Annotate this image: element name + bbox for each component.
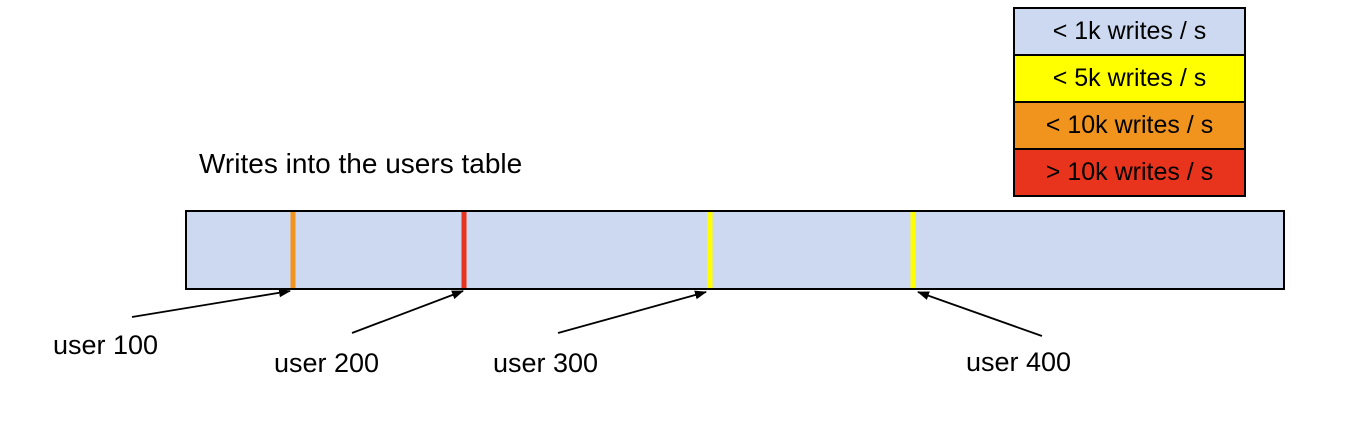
hotspot-marker-user-400: [910, 212, 916, 288]
legend-item-lt-10k: < 10k writes / s: [1015, 101, 1244, 148]
arrow-to-user-300-marker: [557, 290, 707, 334]
user-label-300: user 300: [493, 348, 599, 378]
user-label-100: user 100: [53, 330, 159, 360]
diagram-title: Writes into the users table: [199, 148, 523, 179]
legend-item-gt-10k: > 10k writes / s: [1015, 148, 1244, 195]
arrow-to-user-100-marker: [131, 288, 291, 318]
arrow-to-user-200-marker: [351, 290, 464, 334]
user-label-400: user 400: [966, 347, 1072, 377]
legend-item-lt-5k: < 5k writes / s: [1015, 54, 1244, 101]
hotspot-marker-user-100: [290, 212, 296, 288]
arrow-to-user-400-marker: [917, 291, 1043, 337]
legend: < 1k writes / s < 5k writes / s < 10k wr…: [1013, 7, 1246, 197]
legend-item-lt-1k: < 1k writes / s: [1015, 9, 1244, 54]
users-table-bar: [185, 210, 1285, 290]
hotspot-marker-user-200: [461, 212, 467, 288]
legend-item-label: < 10k writes / s: [1045, 111, 1214, 139]
legend-item-label: > 10k writes / s: [1045, 158, 1214, 186]
hotspot-marker-user-300: [707, 212, 713, 288]
user-label-200: user 200: [274, 348, 380, 378]
legend-item-label: < 1k writes / s: [1052, 17, 1207, 45]
legend-item-label: < 5k writes / s: [1052, 64, 1207, 92]
